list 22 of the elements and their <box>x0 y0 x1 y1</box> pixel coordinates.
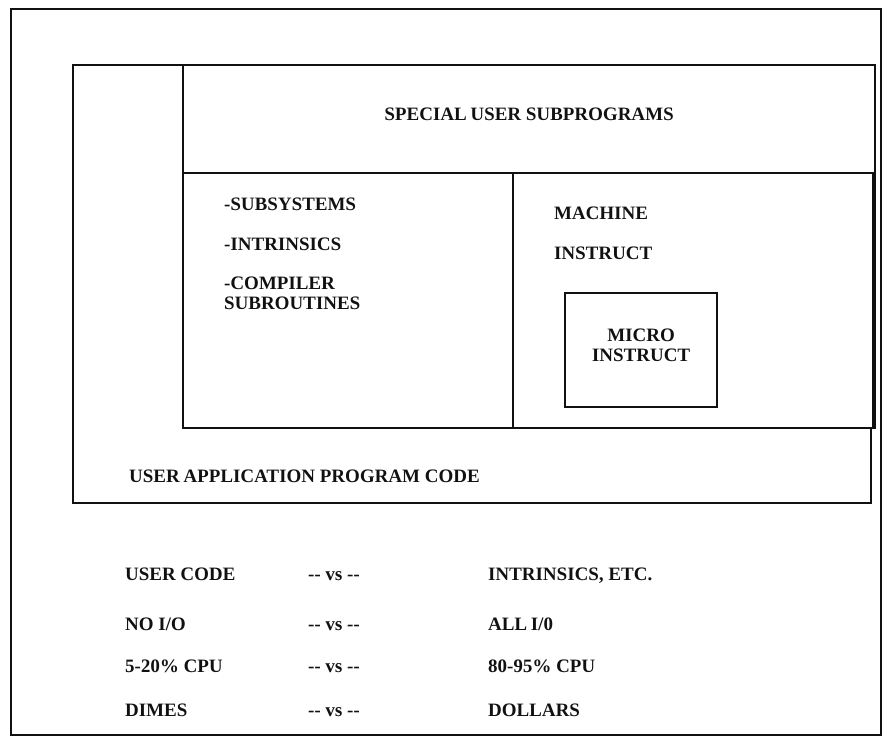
comparison-text: -- vs -- <box>308 656 361 678</box>
comparison-text: -- vs -- <box>308 564 361 586</box>
node-text: SPECIAL USER SUBPROGRAMS <box>383 104 675 127</box>
comparison-text: NO I/O <box>125 614 187 636</box>
comparison-text: 5-20% CPU <box>125 656 224 678</box>
node-text: -INTRINSICS <box>224 234 342 257</box>
comparison-text: DOLLARS <box>488 700 581 722</box>
node-text: MACHINE INSTRUCT <box>554 202 654 266</box>
subprograms-box <box>182 64 876 429</box>
node-text: -COMPILER SUBROUTINES <box>224 274 362 314</box>
node-text: -SUBSYSTEMS <box>224 194 356 217</box>
comparison-text: INTRINSICS, ETC. <box>488 564 654 586</box>
comparison-text: ALL I/0 <box>488 614 554 636</box>
comparison-text: DIMES <box>125 700 188 722</box>
comparison-text: -- vs -- <box>308 700 361 722</box>
micro-instruct-box <box>564 292 718 408</box>
comparison-text: USER CODE <box>125 564 236 586</box>
node-text: MICRO INSTRUCT <box>590 326 692 366</box>
node-text: USER APPLICATION PROGRAM CODE <box>129 466 480 489</box>
comparison-text: -- vs -- <box>308 614 361 636</box>
machine-instruct-box <box>512 172 874 429</box>
comparison-text: 80-95% CPU <box>488 656 596 678</box>
